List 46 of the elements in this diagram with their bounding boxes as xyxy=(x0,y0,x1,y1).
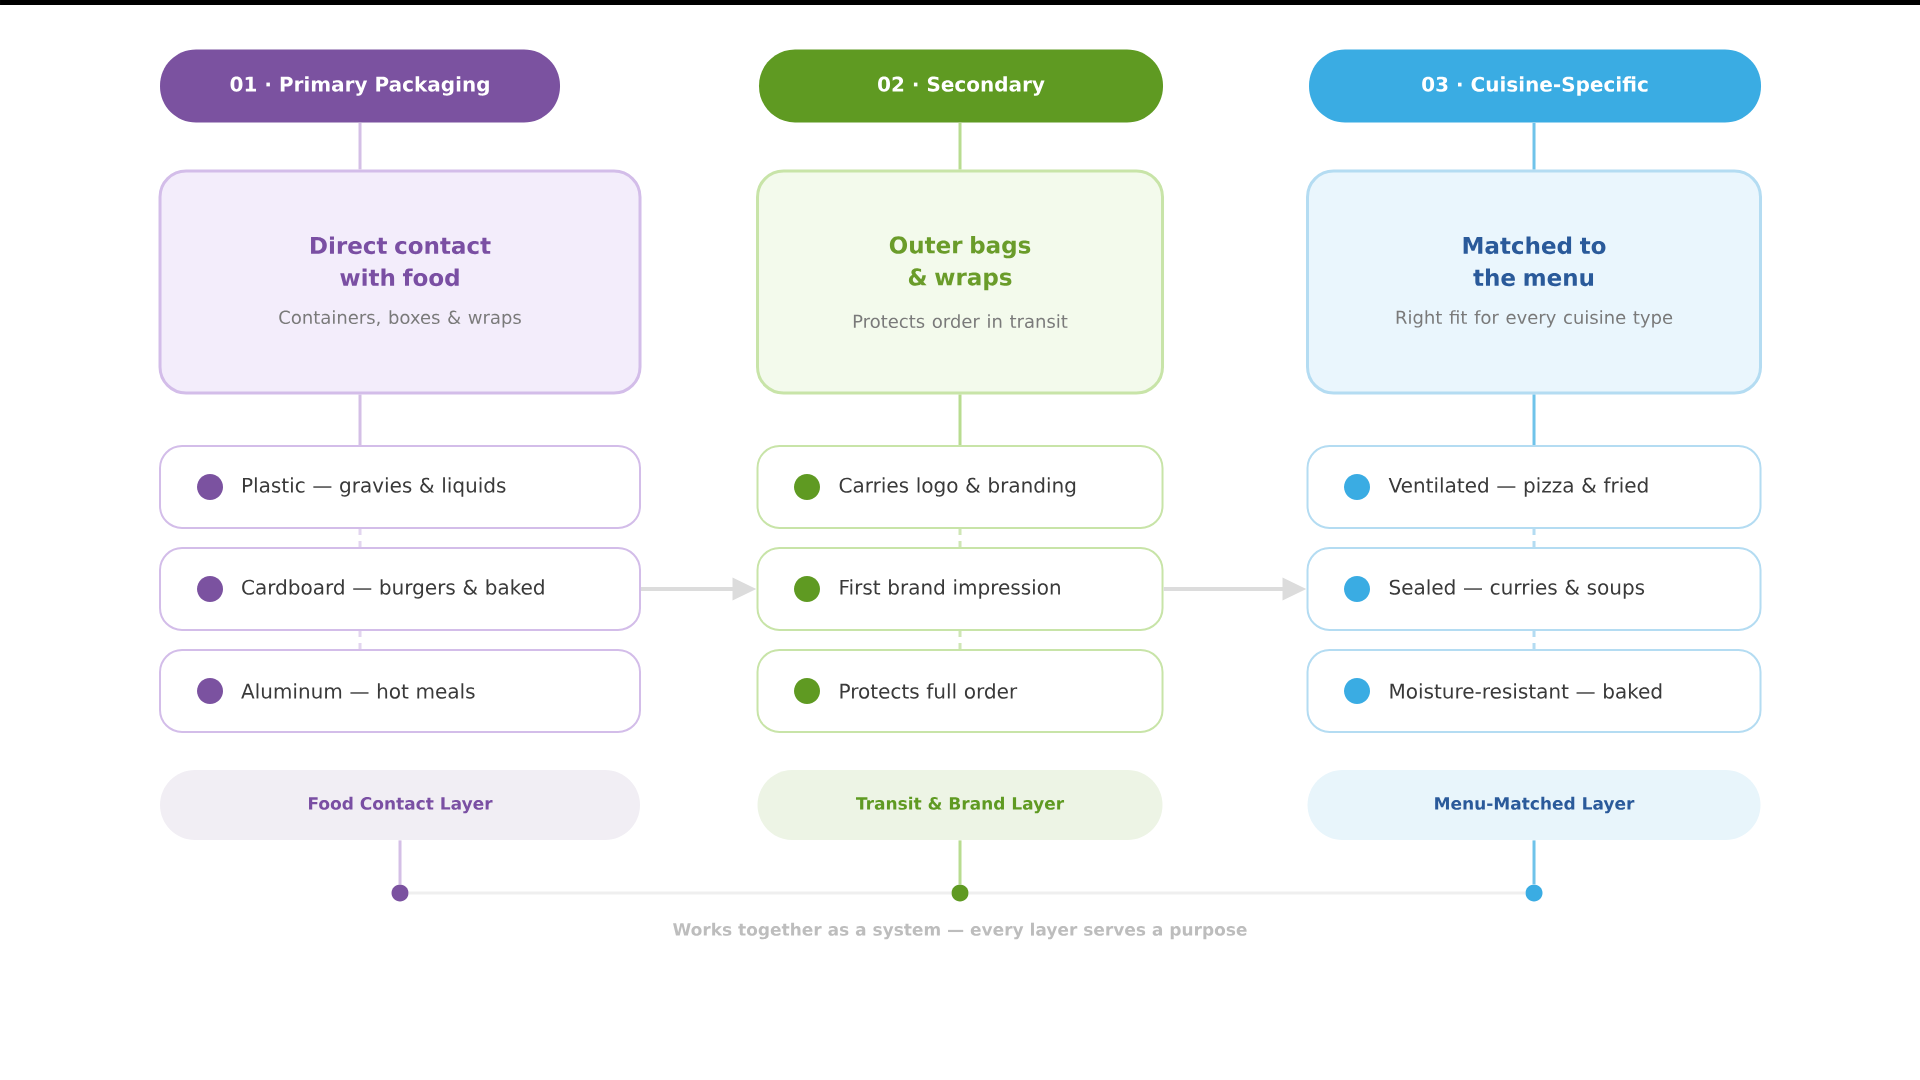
timeline-dot xyxy=(1525,884,1543,902)
connector-line xyxy=(1532,122,1536,170)
connector-line xyxy=(958,840,962,885)
item-box: Plastic — gravies & liquids xyxy=(159,445,641,529)
node-text: First brand impression xyxy=(840,579,1060,599)
connector-line xyxy=(358,122,362,170)
node-text: Ventilated — pizza & fried xyxy=(1388,477,1648,497)
connector-line xyxy=(358,631,362,649)
connector-line xyxy=(958,394,962,445)
item-box: Carries logo & branding xyxy=(756,445,1164,529)
item-box: Protects full order xyxy=(756,649,1164,733)
item-box: Sealed — curries & soups xyxy=(1306,547,1762,631)
timeline-dot xyxy=(391,884,409,902)
node-text: Plastic — gravies & liquids xyxy=(242,477,506,497)
item-box: First brand impression xyxy=(756,547,1164,631)
node-text: Carries logo & branding xyxy=(839,477,1076,497)
connector-line xyxy=(398,840,402,885)
category-box: Direct contact with food Containers, boxes & wraps xyxy=(158,169,642,395)
connector-line xyxy=(958,631,962,649)
node-text: Aluminum — hot meals xyxy=(241,683,475,699)
caption-text: Works together as a system — every layer serves a purpose xyxy=(673,922,1247,940)
connector-line xyxy=(1532,394,1536,445)
connector-line xyxy=(1532,840,1536,885)
layer-pill: Transit & Brand Layer xyxy=(757,770,1163,840)
item-box: Cardboard — burgers & baked xyxy=(159,547,641,631)
node-text: Protects full order xyxy=(840,683,1018,699)
timeline-dot xyxy=(951,884,969,902)
header-pill: 02 · Secondary xyxy=(759,49,1163,123)
item-box: Aluminum — hot meals xyxy=(159,649,641,733)
connector-line xyxy=(1532,529,1536,547)
category-box: Outer bags & wraps Protects order in transit xyxy=(756,169,1164,395)
connector-line xyxy=(958,122,962,170)
node-text: Cardboard — burgers & baked xyxy=(242,579,544,599)
item-box: Moisture-resistant — baked xyxy=(1306,649,1762,733)
category-box: Matched to the menu Right fit for every cuisine type xyxy=(1306,169,1762,395)
connector-line xyxy=(1532,631,1536,649)
connector-line xyxy=(958,529,962,547)
layer-pill: Menu-Matched Layer xyxy=(1307,770,1761,840)
layer-pill: Food Contact Layer xyxy=(160,770,640,840)
node-text: Sealed — curries & soups xyxy=(1389,579,1645,599)
header-pill: 03 · Cuisine-Specific xyxy=(1309,49,1761,123)
node-text: Moisture-resistant — baked xyxy=(1390,683,1662,699)
item-box: Ventilated — pizza & fried xyxy=(1306,445,1762,529)
connector-line xyxy=(358,529,362,547)
connector-line xyxy=(358,394,362,445)
header-pill: 01 · Primary Packaging xyxy=(160,49,560,123)
